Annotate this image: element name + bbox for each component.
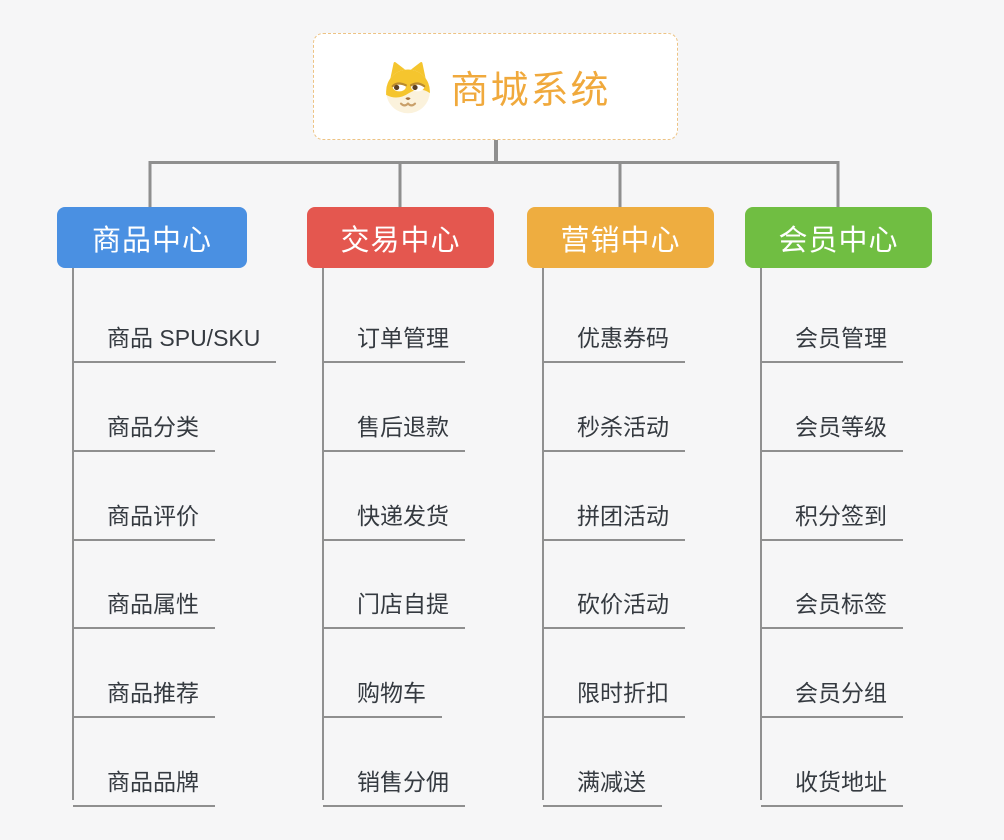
leaf-item[interactable]: 购物车 bbox=[323, 674, 442, 718]
leaf-item[interactable]: 积分签到 bbox=[761, 497, 903, 541]
leaf-item[interactable]: 会员分组 bbox=[761, 674, 903, 718]
leaf-item[interactable]: 会员标签 bbox=[761, 585, 903, 629]
leaf-item[interactable]: 商品属性 bbox=[73, 585, 215, 629]
branch-label: 交易中心 bbox=[340, 224, 461, 257]
leaf-item[interactable]: 会员管理 bbox=[761, 319, 903, 363]
leaf-item[interactable]: 秒杀活动 bbox=[543, 408, 685, 452]
branch-product-center[interactable]: 商品中心 bbox=[57, 207, 247, 268]
dog-face-icon bbox=[386, 61, 431, 113]
leaf-item[interactable]: 商品评价 bbox=[73, 497, 215, 541]
leaf-item[interactable]: 商品分类 bbox=[73, 408, 215, 452]
leaf-item[interactable]: 销售分佣 bbox=[323, 763, 465, 807]
leaf-item[interactable]: 收货地址 bbox=[761, 763, 903, 807]
leaf-item[interactable]: 会员等级 bbox=[761, 408, 903, 452]
leaf-item[interactable]: 售后退款 bbox=[323, 408, 465, 452]
root-title: 商城系统 bbox=[450, 70, 611, 112]
leaf-item[interactable]: 优惠券码 bbox=[543, 319, 685, 363]
leaf-item[interactable]: 门店自提 bbox=[323, 585, 465, 629]
branch-label: 商品中心 bbox=[91, 224, 212, 257]
branch-label: 营销中心 bbox=[560, 224, 681, 257]
leaf-item[interactable]: 快递发货 bbox=[323, 497, 465, 541]
root-node[interactable]: 商城系统 bbox=[313, 33, 678, 140]
branch-trade-center[interactable]: 交易中心 bbox=[307, 207, 494, 268]
leaf-item[interactable]: 商品 SPU/SKU bbox=[73, 319, 277, 363]
leaf-item[interactable]: 商品品牌 bbox=[73, 763, 215, 807]
branch-member-center[interactable]: 会员中心 bbox=[745, 207, 932, 268]
leaf-item[interactable]: 砍价活动 bbox=[543, 585, 685, 629]
leaf-item[interactable]: 限时折扣 bbox=[543, 674, 685, 718]
branch-label: 会员中心 bbox=[778, 224, 899, 257]
leaf-item[interactable]: 拼团活动 bbox=[543, 497, 685, 541]
branch-marketing-center[interactable]: 营销中心 bbox=[527, 207, 714, 268]
leaf-item[interactable]: 商品推荐 bbox=[73, 674, 215, 718]
leaf-item[interactable]: 订单管理 bbox=[323, 319, 465, 363]
leaf-item[interactable]: 满减送 bbox=[543, 763, 662, 807]
